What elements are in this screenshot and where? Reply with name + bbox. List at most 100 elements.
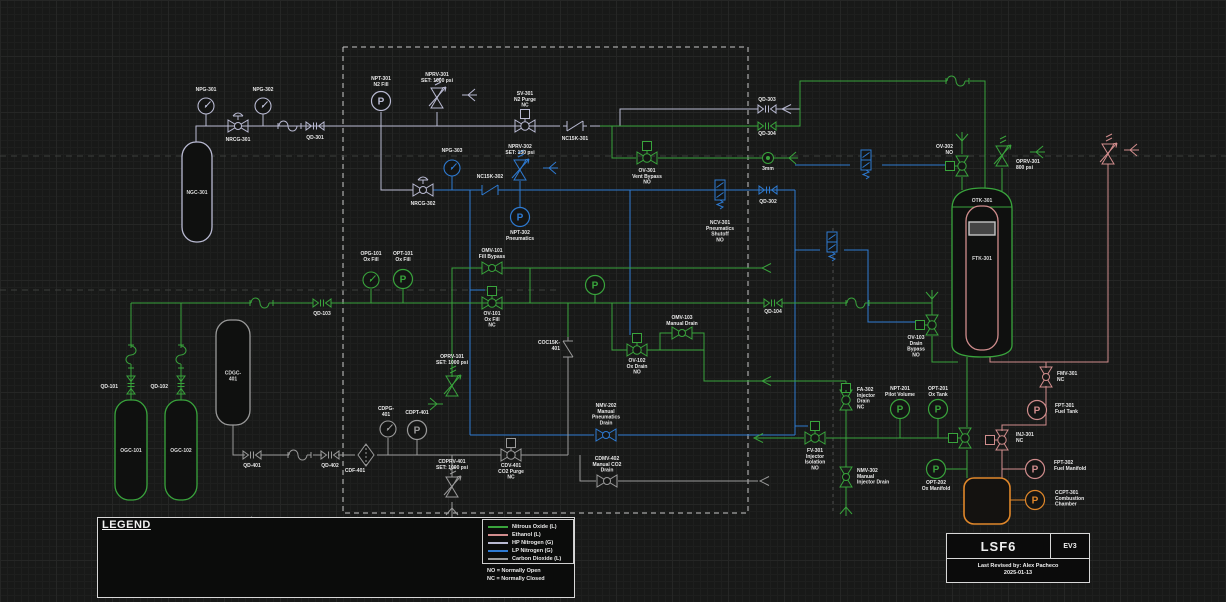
comp-fpt-301[interactable]: P xyxy=(1026,399,1048,421)
comp-qd-303[interactable] xyxy=(753,104,781,114)
comp-arr-3[interactable] xyxy=(752,433,764,443)
comp-hose-ox-top[interactable] xyxy=(945,75,970,87)
comp-vent-nmv302[interactable] xyxy=(839,501,853,516)
comp-qd-101[interactable] xyxy=(126,371,136,399)
comp-opg-101[interactable] xyxy=(362,271,380,289)
comp-coc15k-401[interactable] xyxy=(562,337,574,361)
comp-npg-302[interactable] xyxy=(254,97,272,115)
comp-arr-1[interactable] xyxy=(760,263,772,273)
comp-ov-103[interactable] xyxy=(915,314,939,336)
comp-nmv-202[interactable] xyxy=(595,428,617,442)
comp-qd-401[interactable] xyxy=(238,450,266,460)
comp-sol-b[interactable] xyxy=(826,231,838,262)
comp-vent-oprv301[interactable] xyxy=(1030,145,1045,159)
comp-omv-101[interactable] xyxy=(481,261,503,275)
comp-qd-304[interactable] xyxy=(753,121,781,131)
comp-npt-302[interactable]: P xyxy=(509,206,531,228)
comp-vent-ov103[interactable] xyxy=(925,290,939,305)
comp-cdmv-402[interactable] xyxy=(596,474,618,488)
comp-cdpt-401[interactable]: P xyxy=(406,419,428,441)
comp-ov-301[interactable] xyxy=(636,141,658,165)
glyph xyxy=(845,297,870,309)
glyph xyxy=(839,466,853,488)
comp-cdprv-401[interactable] xyxy=(443,466,462,498)
comp-cdv-401[interactable] xyxy=(500,438,522,462)
comp-ngc-301[interactable]: NGC-301 xyxy=(181,141,213,243)
comp-vent-ov302[interactable] xyxy=(955,132,969,147)
comp-arr-5[interactable] xyxy=(780,104,792,114)
glyph xyxy=(443,475,462,496)
comp-fpt-302[interactable]: P xyxy=(1024,458,1046,480)
comp-nprv-302[interactable] xyxy=(511,149,530,181)
pipe-hp xyxy=(380,126,413,191)
comp-ccpt-301[interactable]: P xyxy=(1024,489,1046,511)
comp-opt-202[interactable]: P xyxy=(925,458,947,480)
comp-ov-101[interactable] xyxy=(481,286,503,310)
comp-ox-inj-valve[interactable] xyxy=(948,427,972,449)
comp-npg-303[interactable] xyxy=(443,159,461,177)
comp-fv-301[interactable] xyxy=(804,421,826,445)
comp-vent-orifice[interactable] xyxy=(783,151,798,165)
comp-qd-103[interactable] xyxy=(308,298,336,308)
comp-ogc-101[interactable]: OGC-101 xyxy=(114,399,148,501)
comp-sol-a[interactable] xyxy=(860,149,872,180)
comp-fmv-301[interactable] xyxy=(1039,366,1053,388)
comp-nc15k-301[interactable] xyxy=(563,120,587,132)
comp-npt-301[interactable]: P xyxy=(370,90,392,112)
comp-oprv-101[interactable] xyxy=(443,365,462,397)
comp-ncv-301[interactable] xyxy=(714,179,726,210)
comp-hose-ox1[interactable] xyxy=(125,344,137,369)
comp-qd-302[interactable] xyxy=(754,185,782,195)
comp-vent-oprv101[interactable] xyxy=(428,397,443,411)
comp-arr-2[interactable] xyxy=(760,376,772,386)
comp-nrcg-301[interactable] xyxy=(227,112,249,133)
comp-nc15k-302[interactable] xyxy=(478,184,502,196)
comp-cdf-401[interactable] xyxy=(357,443,375,467)
comp-nprv-301[interactable] xyxy=(428,77,447,109)
comp-hose-ox-mid[interactable] xyxy=(845,297,870,309)
comp-inj-301[interactable] xyxy=(985,429,1009,451)
fluid-color-swatch xyxy=(488,558,508,560)
comp-vent-fu-relief[interactable] xyxy=(1124,143,1139,157)
comp-orifice-3mm[interactable] xyxy=(762,152,774,164)
comp-qd-402[interactable] xyxy=(316,450,344,460)
comp-opt-201[interactable]: P xyxy=(927,398,949,420)
comp-pt-ox[interactable]: P xyxy=(584,274,606,296)
comp-omv-103[interactable] xyxy=(671,326,693,340)
comp-hose-n2[interactable] xyxy=(277,120,302,132)
comp-fa-302[interactable] xyxy=(839,383,853,411)
comp-ogc-102[interactable]: OGC-102 xyxy=(164,399,198,501)
comp-qd-102[interactable] xyxy=(176,371,186,399)
comp-npt-201[interactable]: P xyxy=(889,398,911,420)
comp-arr-4[interactable] xyxy=(758,476,770,486)
comp-nrcg-302[interactable] xyxy=(412,176,434,197)
svg-text:P: P xyxy=(1032,464,1039,475)
comp-oprv-301[interactable] xyxy=(993,135,1012,167)
comp-vent-cdprv[interactable] xyxy=(445,502,459,517)
comp-hose-ox3[interactable] xyxy=(249,297,274,309)
comp-qd-301[interactable] xyxy=(301,121,329,131)
comp-hose-ox2[interactable] xyxy=(175,344,187,369)
comp-cdgc-401[interactable]: CDGC-401 xyxy=(215,319,251,426)
glyph xyxy=(595,428,617,442)
fluid-legend-row: Nitrous Oxide (L) xyxy=(488,523,573,531)
comp-cdpg-401[interactable] xyxy=(379,420,397,438)
comp-nmv-302[interactable] xyxy=(839,466,853,488)
comp-vent-nprv302[interactable] xyxy=(543,161,558,175)
comp-fu-relief[interactable] xyxy=(1099,133,1118,165)
comp-ov-302[interactable] xyxy=(945,155,969,177)
glyph xyxy=(445,375,459,397)
comp-band-ftk[interactable] xyxy=(968,221,996,236)
comp-sv-301[interactable] xyxy=(514,109,536,133)
comp-opt-101[interactable]: P xyxy=(392,268,414,290)
comp-hose-co2[interactable] xyxy=(287,449,312,461)
comp-chamber[interactable] xyxy=(963,477,1011,525)
comp-npg-301[interactable] xyxy=(197,97,215,115)
comp-ov-102[interactable] xyxy=(626,333,648,357)
comp-qd-104[interactable] xyxy=(759,298,787,308)
comp-vent-nprv301[interactable] xyxy=(462,88,477,102)
comp-ftk-301[interactable]: FTK-301 xyxy=(965,205,999,351)
